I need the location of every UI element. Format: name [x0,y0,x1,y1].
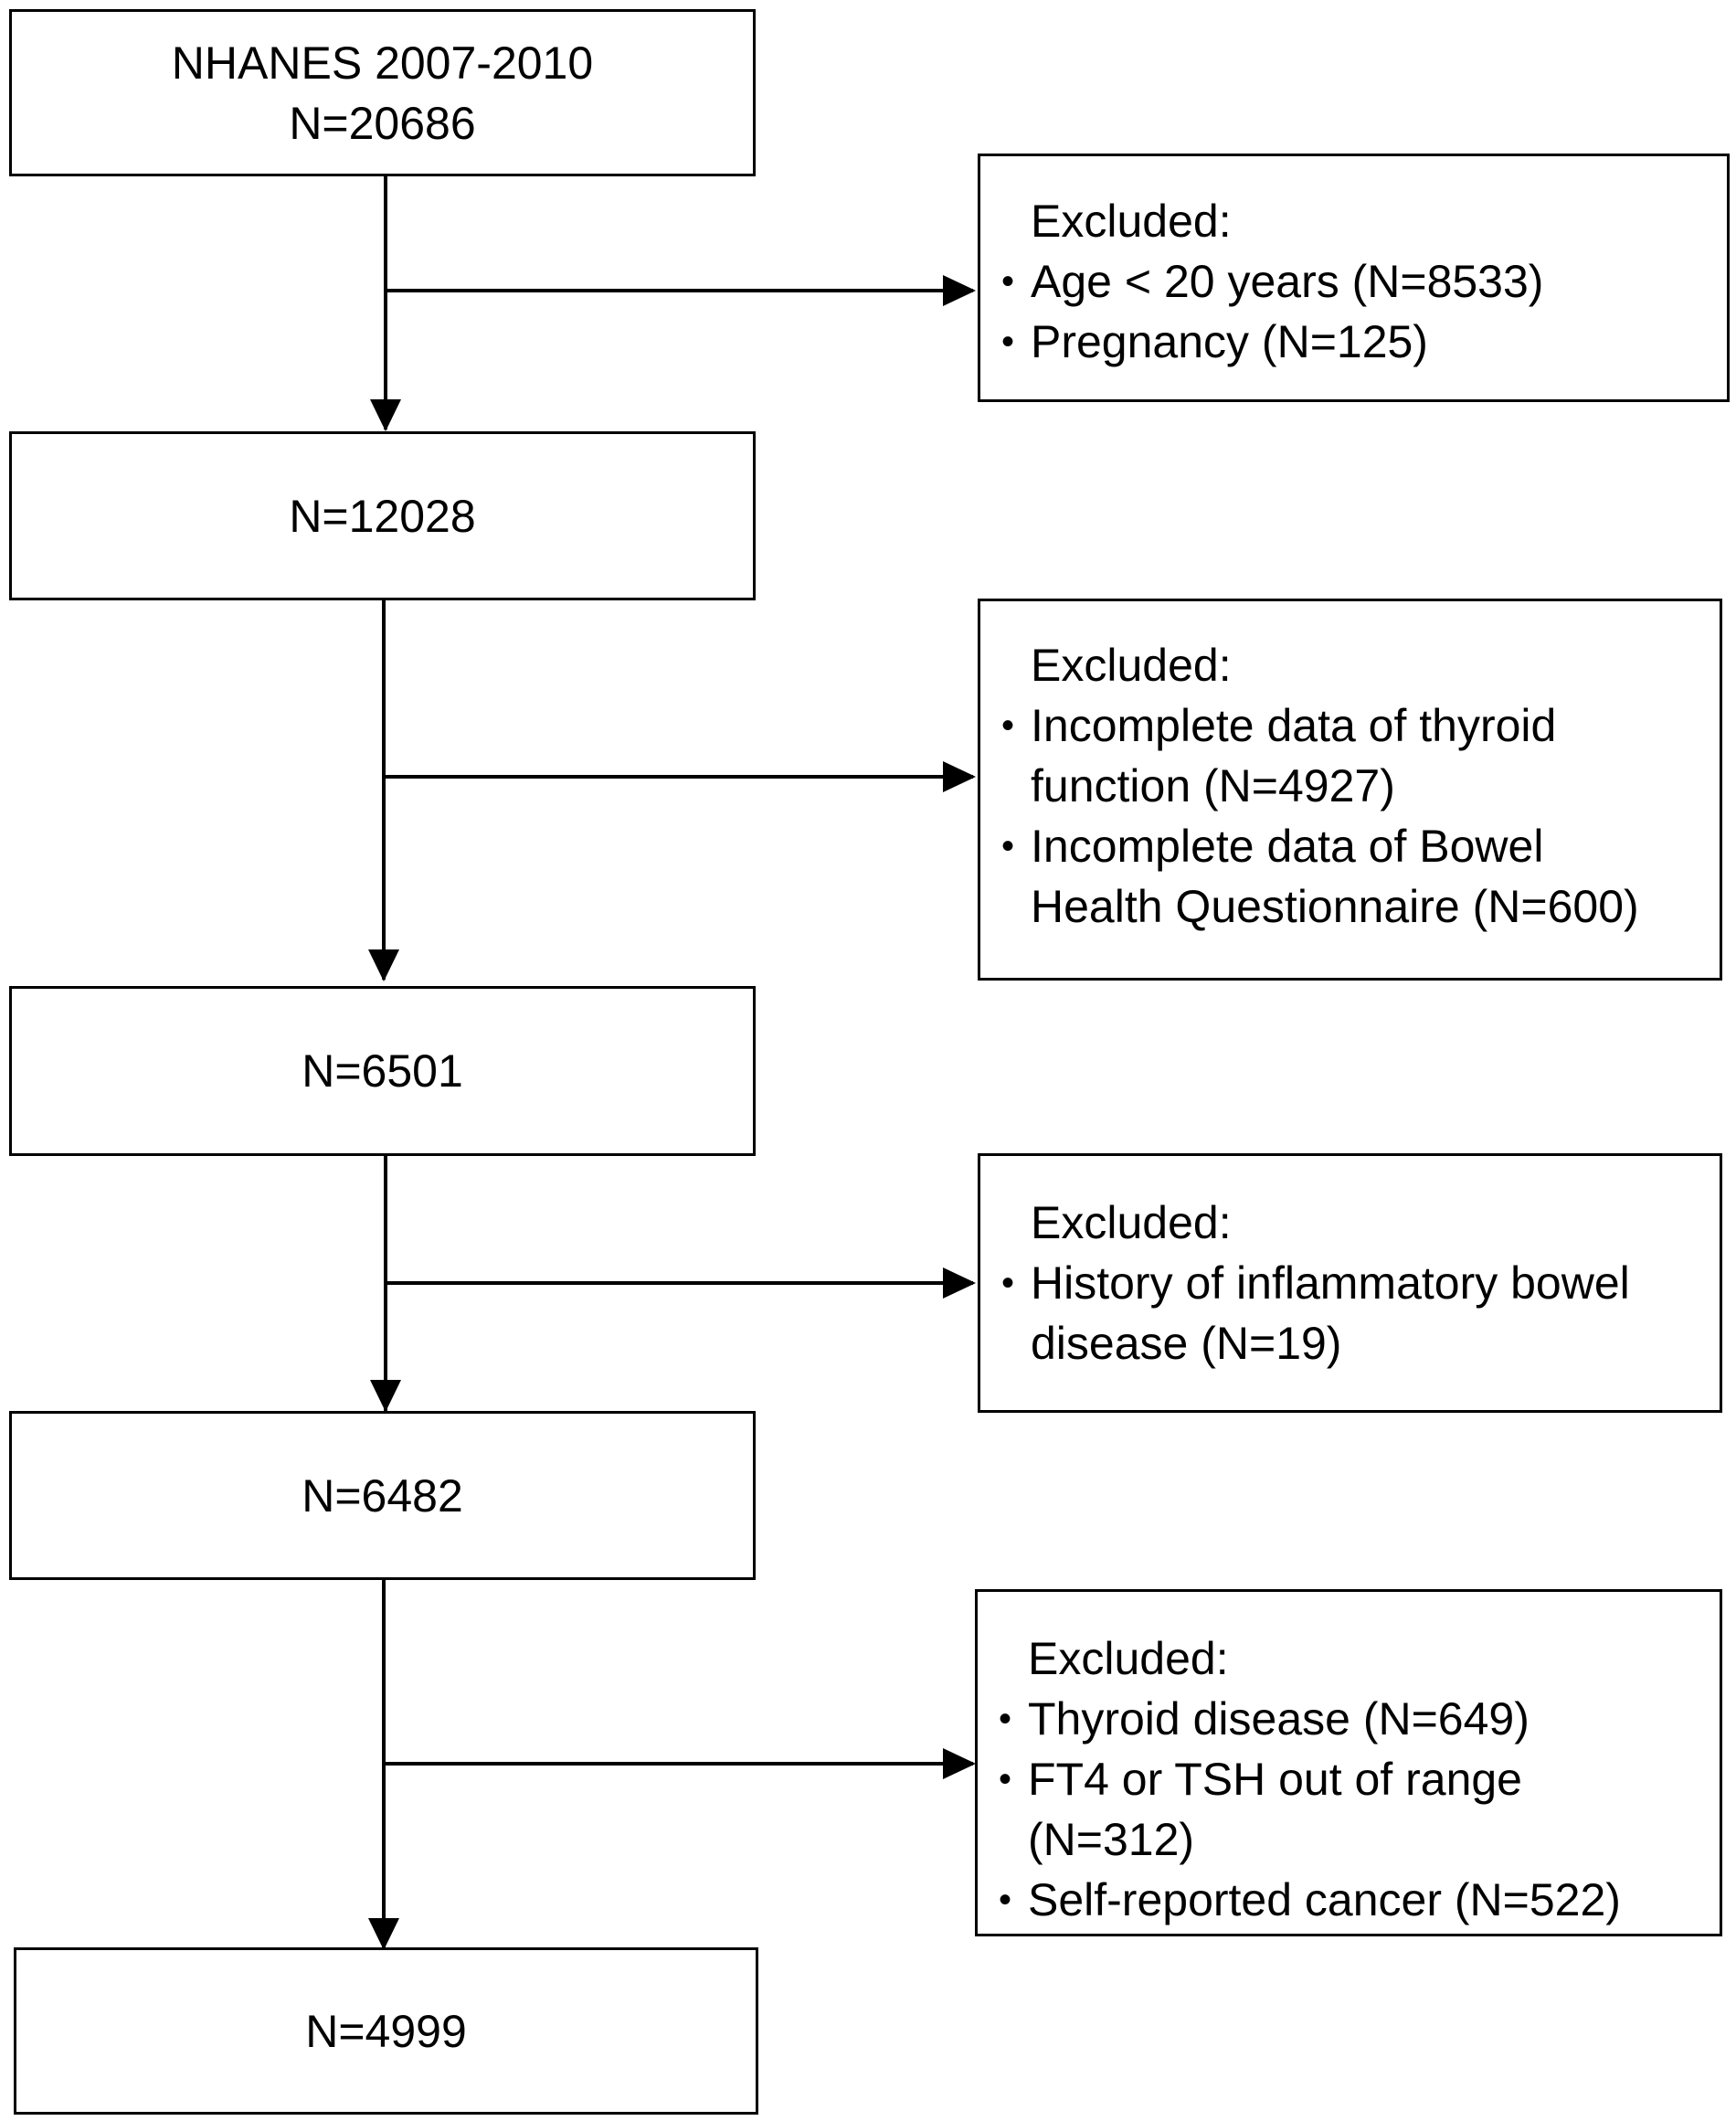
main-box-5-line-1: N=4999 [305,2005,467,2057]
exclusion-item-line: Age < 20 years (N=8533) [1031,256,1544,307]
exclusion-box-2: Excluded: • Incomplete data of thyroid f… [978,599,1722,981]
main-box-5: N=4999 [14,1947,758,2115]
exclusion-item-line: FT4 or TSH out of range [1028,1754,1522,1805]
main-box-1: NHANES 2007-2010 N=20686 [9,9,756,176]
exclusion-box-3-title: Excluded: [1031,1197,1232,1248]
arrowhead-exclusion-4 [943,1748,976,1779]
bullet-icon: • [1001,261,1015,302]
exclusion-box-1: Excluded: • Age < 20 years (N=8533) • Pr… [978,154,1730,402]
exclusion-item-line: (N=312) [1028,1814,1195,1865]
exclusion-item: • Incomplete data of thyroid function (N… [1001,695,1701,816]
arrowhead-exclusion-3 [943,1267,976,1299]
bullet-icon: • [1001,1263,1015,1303]
arrowhead-main-4 [368,1918,399,1950]
arrowhead-exclusion-1 [943,275,976,306]
main-box-4-line-1: N=6482 [302,1469,463,1522]
exclusion-box-1-title: Excluded: [1031,196,1232,247]
main-box-4: N=6482 [9,1411,756,1580]
bullet-icon: • [999,1759,1012,1799]
exclusion-item-line: Incomplete data of Bowel [1031,821,1544,872]
main-box-1-line-1: NHANES 2007-2010 [171,37,594,89]
exclusion-box-2-title: Excluded: [1031,640,1232,691]
exclusion-box-3-list: • History of inflammatory bowel disease … [1001,1253,1701,1373]
exclusion-item: • Thyroid disease (N=649) [999,1689,1701,1749]
arrowhead-main-1 [370,399,401,431]
exclusion-item-line: disease (N=19) [1031,1318,1342,1369]
exclusion-item-line: Incomplete data of thyroid [1031,700,1557,751]
exclusion-box-4: Excluded: • Thyroid disease (N=649) • FT… [975,1589,1722,1936]
exclusion-item: • Self-reported cancer (N=522) [999,1870,1701,1930]
main-box-3-line-1: N=6501 [302,1045,463,1097]
bullet-icon: • [999,1880,1012,1920]
exclusion-item-line: Self-reported cancer (N=522) [1028,1874,1621,1925]
exclusion-box-4-list: • Thyroid disease (N=649) • FT4 or TSH o… [999,1689,1701,1930]
exclusion-item: • Incomplete data of Bowel Health Questi… [1001,816,1701,937]
main-box-2-line-1: N=12028 [289,490,476,542]
bullet-icon: • [1001,322,1015,362]
main-box-3: N=6501 [9,986,756,1156]
exclusion-box-1-list: • Age < 20 years (N=8533) • Pregnancy (N… [1001,251,1709,372]
exclusion-item-line: function (N=4927) [1031,760,1395,811]
exclusion-box-2-list: • Incomplete data of thyroid function (N… [1001,695,1701,937]
arrowhead-exclusion-2 [943,761,976,792]
exclusion-item-line: Thyroid disease (N=649) [1028,1693,1530,1745]
arrowhead-main-2 [368,949,399,981]
bullet-icon: • [1001,705,1015,746]
exclusion-item: • Pregnancy (N=125) [1001,312,1709,372]
exclusion-item-line: Pregnancy (N=125) [1031,316,1428,367]
exclusion-box-4-title: Excluded: [1028,1633,1229,1684]
bullet-icon: • [999,1699,1012,1739]
exclusion-item: • History of inflammatory bowel disease … [1001,1253,1701,1373]
exclusion-item-line: Health Questionnaire (N=600) [1031,881,1639,932]
exclusion-box-3: Excluded: • History of inflammatory bowe… [978,1153,1722,1413]
bullet-icon: • [1001,826,1015,866]
exclusion-item-line: History of inflammatory bowel [1031,1257,1630,1309]
main-box-1-line-2: N=20686 [289,97,476,149]
exclusion-item: • Age < 20 years (N=8533) [1001,251,1709,312]
arrowhead-main-3 [370,1380,401,1412]
exclusion-item: • FT4 or TSH out of range (N=312) [999,1749,1701,1870]
main-box-2: N=12028 [9,431,756,600]
